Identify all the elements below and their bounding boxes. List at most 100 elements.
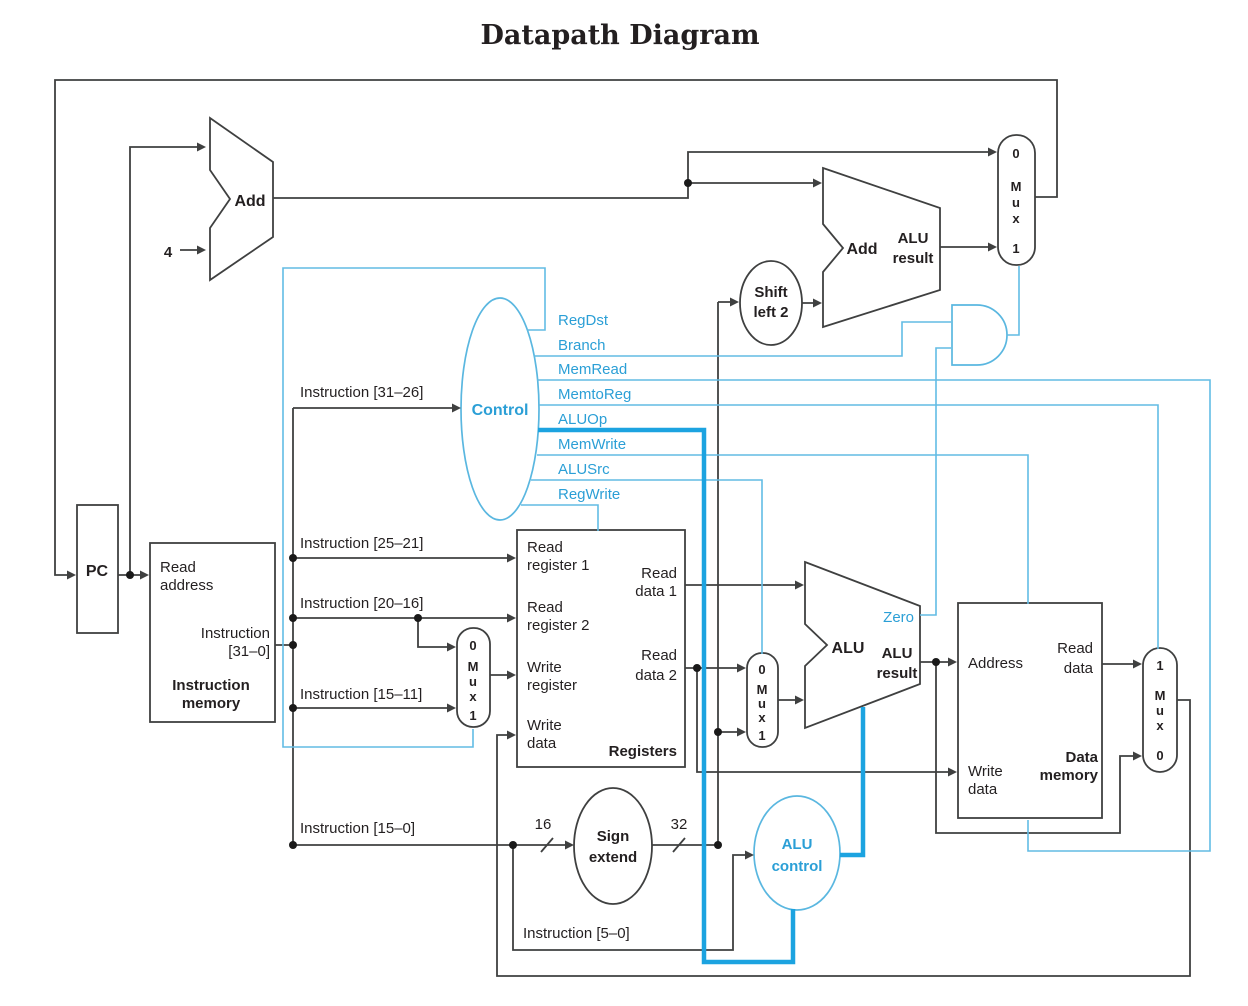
- dmem-read-data-line2: data: [1064, 660, 1094, 677]
- regs-read-data1-line2: data 1: [635, 583, 677, 600]
- mem-to-reg-mux: [1142, 647, 1178, 773]
- labels: Datapath Diagram PC Add 4 Add ALU result…: [86, 20, 1166, 942]
- sign-extend-shape: [573, 787, 653, 905]
- dmem-title-line2: memory: [1040, 767, 1099, 784]
- memtoreg-mux-0: 0: [1156, 748, 1163, 763]
- field-15-0-label: Instruction [15–0]: [300, 820, 415, 837]
- junction-pc-out: [126, 571, 134, 579]
- control-label: Control: [472, 402, 529, 419]
- junction-funct: [509, 841, 517, 849]
- and-gate: [951, 304, 1008, 366]
- regdst-mux-1: 1: [469, 708, 476, 723]
- sign-extend-line1: Sign: [597, 828, 630, 845]
- branch-adder-shape: [822, 166, 941, 329]
- alusrc-mux-x: x: [758, 710, 766, 725]
- alusrc-mux-0: 0: [758, 662, 765, 677]
- junction-rt-branch: [414, 614, 422, 622]
- pcsrc-mux-x: x: [1012, 211, 1020, 226]
- junction-bus-rd: [289, 704, 297, 712]
- wire-rt-to-mux: [417, 618, 456, 652]
- signal-regwrite: RegWrite: [558, 486, 620, 503]
- pcsrc-mux-0: 0: [1012, 146, 1019, 161]
- wire-and-to-pcsrc-mux: [1007, 266, 1020, 336]
- wire-read-data-2-to-memory: [696, 668, 957, 777]
- shift-left-2-shape: [739, 260, 803, 346]
- alusrc-mux-u: u: [758, 696, 766, 711]
- sign-extend-line2: extend: [589, 849, 637, 866]
- wire-pc-to-adder: [129, 142, 206, 575]
- pcsrc-mux-u: u: [1012, 195, 1020, 210]
- registers-title: Registers: [609, 743, 677, 760]
- signal-regdst: RegDst: [558, 312, 609, 329]
- regdst-mux-m: M: [468, 659, 479, 674]
- wire-zero: [920, 347, 951, 616]
- regdst-mux-x: x: [469, 689, 477, 704]
- signal-memtoreg: MemtoReg: [558, 386, 631, 403]
- wire-alu-result-bypass: [935, 662, 1142, 834]
- dmem-address-label: Address: [968, 655, 1023, 672]
- junction-extend-mux: [714, 728, 722, 736]
- bus-slash-32: [672, 837, 686, 853]
- imem-output-line1: Instruction: [201, 625, 270, 642]
- alu-zero-label: Zero: [883, 609, 914, 626]
- signal-alusrc: ALUSrc: [558, 461, 610, 478]
- wire-funct-to-alu-control: [512, 845, 754, 951]
- instruction-memory-block: [149, 542, 276, 723]
- dmem-write-data-line2: data: [968, 781, 998, 798]
- reg-dst-mux: [456, 627, 491, 728]
- increment-4-label: 4: [164, 244, 173, 261]
- alu-control-line1: ALU: [782, 836, 813, 853]
- field-15-11-label: Instruction [15–11]: [300, 686, 422, 703]
- pcsrc-mux-m: M: [1011, 179, 1022, 194]
- wire-alu-control-to-alu: [840, 707, 866, 858]
- imem-read-address-line2: address: [160, 577, 213, 594]
- pc-adder-label: Add: [234, 193, 265, 210]
- wire-pc-feedback-loop: [54, 79, 1058, 580]
- signal-memread: MemRead: [558, 361, 627, 378]
- regs-write-data-line1: Write: [527, 717, 562, 734]
- memtoreg-mux-x: x: [1156, 718, 1164, 733]
- dmem-write-data-line1: Write: [968, 763, 1003, 780]
- branch-adder-result-line2: result: [893, 250, 934, 267]
- control-unit-shape: [460, 297, 540, 521]
- junction-extend-out: [714, 841, 722, 849]
- regs-read-reg1-line2: register 1: [527, 557, 590, 574]
- junction-read-data-2: [693, 664, 701, 672]
- wire-memwrite: [537, 454, 1029, 604]
- pc-block: [76, 504, 119, 634]
- alu-result-line1: ALU: [882, 645, 913, 662]
- alu-control-line2: control: [772, 858, 823, 875]
- imem-title-line1: Instruction: [172, 677, 250, 694]
- dmem-title-line1: Data: [1065, 749, 1098, 766]
- wire-memread: [537, 379, 1211, 852]
- wire-branch: [534, 321, 951, 357]
- alu-result-line2: result: [877, 665, 918, 682]
- signal-memwrite: MemWrite: [558, 436, 626, 453]
- wire-alusrc: [531, 479, 763, 654]
- bus-slash-16: [540, 837, 554, 853]
- regs-write-reg-line2: register: [527, 677, 577, 694]
- imem-output-line2: [31–0]: [228, 643, 270, 660]
- signal-aluop: ALUOp: [558, 411, 607, 428]
- junction-bus-rt: [289, 614, 297, 622]
- regs-read-data2-line2: data 2: [635, 667, 677, 684]
- pcsrc-mux-1: 1: [1012, 241, 1019, 256]
- pc-adder-shape: [209, 116, 274, 282]
- junction-pc4: [684, 179, 692, 187]
- regs-read-reg1-line1: Read: [527, 539, 563, 556]
- junction-bus-imm: [289, 841, 297, 849]
- imem-title-line2: memory: [182, 695, 241, 712]
- field-25-21-label: Instruction [25–21]: [300, 535, 423, 552]
- bus-width-32: 32: [671, 816, 688, 833]
- dmem-read-data-line1: Read: [1057, 640, 1093, 657]
- memtoreg-mux-1: 1: [1156, 658, 1163, 673]
- regs-write-reg-line1: Write: [527, 659, 562, 676]
- junction-dots: [126, 179, 940, 849]
- wire-pc-plus-4: [273, 147, 997, 199]
- alusrc-mux-1: 1: [758, 728, 765, 743]
- regs-write-data-line2: data: [527, 735, 557, 752]
- data-memory-block: [957, 602, 1103, 819]
- shift-left-2-line1: Shift: [754, 284, 787, 301]
- branch-adder-label: Add: [846, 241, 877, 258]
